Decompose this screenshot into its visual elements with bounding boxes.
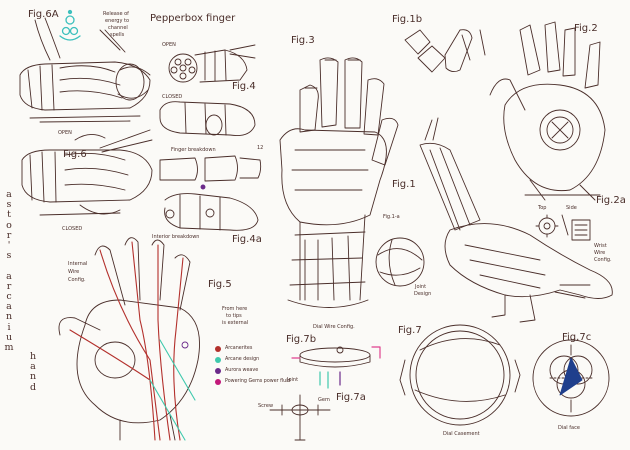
fig4-label: Fig.4: [232, 81, 256, 92]
joint-design-1: Joint: [415, 284, 427, 290]
legend-swatch: [215, 345, 221, 352]
wire-legend: Arcanerites Arcane design Aurora weave P…: [215, 343, 291, 387]
closed-side-label: CLOSED: [62, 226, 83, 232]
dial-face-label: Dial face: [558, 425, 580, 431]
hand-fig2-sketch: [489, 21, 606, 201]
fig3-label: Fig.3: [291, 35, 315, 46]
legend-item: Aurora weave: [215, 365, 291, 376]
legend-label: Arcane design: [225, 357, 260, 362]
open-side-label: OPEN: [58, 130, 72, 136]
from-here-2: to tips: [226, 313, 242, 319]
finger-breakdown-label: Finger breakdown: [171, 147, 216, 153]
teal-wire-paths: [149, 339, 196, 441]
fig1-label: Fig.1: [392, 179, 416, 190]
gem-label: Gem: [318, 397, 330, 403]
finger-segments-sketch: [404, 29, 486, 73]
legend-label: Arcanerites: [225, 346, 253, 351]
legend-label: Aurora weave: [225, 368, 259, 373]
fig1a-label: Fig.1-a: [383, 214, 400, 220]
gauntlet-closed-sketch: [21, 129, 153, 216]
wrist-wire-1: Wrist: [594, 243, 607, 249]
legend-swatch: [215, 378, 221, 385]
fig1b-label: Fig.1b: [392, 14, 423, 25]
internal-wire-3: Config.: [68, 277, 86, 283]
dial-face-icon: [532, 339, 610, 417]
joint-label: Joint: [287, 377, 299, 383]
from-here-1: From here: [222, 306, 248, 312]
fig7b-label: Fig.7b: [286, 334, 317, 345]
hand-fig3-sketch: [279, 57, 399, 308]
open-top-label: OPEN: [162, 42, 176, 48]
internal-wire-1: Internal: [68, 261, 88, 267]
dial-wire-sketch: [299, 346, 371, 368]
dial-wire-label: Dial Wire Config.: [313, 324, 355, 330]
fig2-label: Fig.2: [574, 23, 598, 34]
arm-fig1-sketch: [419, 117, 613, 323]
joint-design-2: Design: [414, 291, 432, 297]
fig6-label: Fig.6: [63, 149, 87, 160]
logo-icon: [59, 9, 81, 41]
pepperbox-title: Pepperbox finger: [150, 13, 236, 24]
fig7-label: Fig.7: [398, 325, 422, 336]
fig2a-label: Fig.2a: [596, 195, 626, 206]
joint-sphere-icon: [375, 237, 425, 287]
legend-label: Powering Gems power fluid: [225, 379, 291, 384]
closed-top-label: CLOSED: [162, 94, 183, 100]
fig4a-label: Fig.4a: [232, 234, 262, 245]
legend-item: Powering Gems power fluid: [215, 376, 291, 387]
dial-casement-label: Dial Casement: [443, 431, 480, 437]
screw-label: Screw: [258, 403, 274, 409]
side-label: Side: [566, 205, 577, 211]
from-here-3: is external: [222, 320, 249, 326]
legend-item: Arcane design: [215, 354, 291, 365]
release-note-4: spells: [110, 32, 125, 38]
wrist-wire-2: Wire: [594, 250, 606, 256]
interior-breakdown-label: Interior breakdown: [152, 234, 200, 240]
screw-gem-sketch: [269, 394, 331, 441]
finger-closed-sketch: [159, 101, 256, 136]
wrist-wire-sketch: [561, 214, 591, 241]
legend-item: Arcanerites: [215, 343, 291, 354]
wrist-wire-3: Config.: [594, 257, 612, 263]
dial-wire-colors: [291, 346, 381, 389]
top-label: Top: [538, 205, 547, 211]
fig5-label: Fig.5: [208, 279, 232, 290]
legend-swatch: [215, 356, 221, 363]
gear-icon: [535, 214, 559, 238]
release-note-1: Release of: [103, 11, 129, 17]
hand-fig5-sketch: [58, 237, 200, 441]
pointer-circle-icon: [181, 341, 189, 349]
red-wire-paths: [69, 241, 184, 441]
fig7c-label: Fig.7c: [562, 332, 592, 343]
finger-breakdown-sketch: [159, 155, 262, 231]
release-note-3: channel: [108, 25, 128, 31]
gauntlet-open-sketch: [19, 17, 151, 123]
fig7a-label: Fig.7a: [336, 392, 366, 403]
dial-casement-sketch: [399, 324, 521, 426]
pepperbox-finger-sketch: [168, 44, 256, 83]
internal-wire-2: Wire: [68, 269, 80, 275]
number-12: 12: [257, 145, 264, 151]
release-note-2: energy to: [105, 18, 130, 24]
fig6a-label: Fig.6A: [28, 9, 59, 20]
legend-swatch: [215, 367, 221, 374]
